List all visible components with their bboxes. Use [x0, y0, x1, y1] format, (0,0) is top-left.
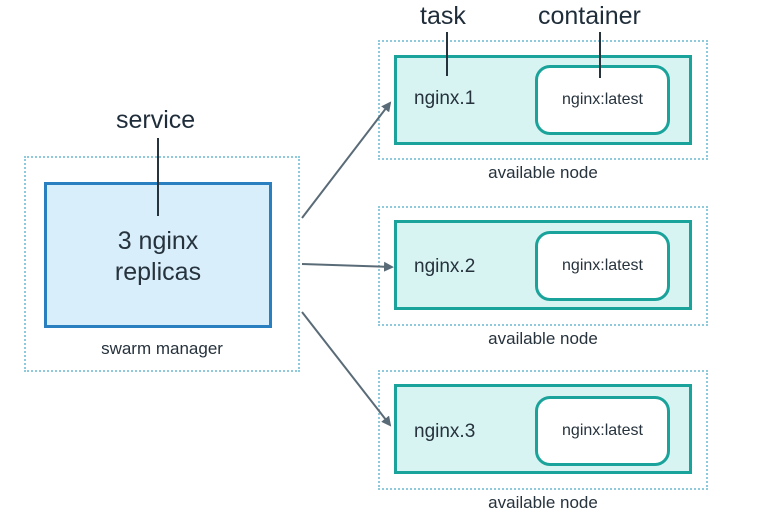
swarm-manager-label: swarm manager	[101, 339, 223, 358]
node-label-3: available node	[488, 493, 598, 512]
service-annotation: service	[116, 106, 196, 134]
container-annotation: container	[538, 2, 641, 30]
service-text: 3 nginx replicas	[44, 226, 272, 288]
swarm-manager-frame	[24, 156, 300, 372]
service-text-line1: 3 nginx	[117, 227, 199, 255]
arrow-to-node-3	[301, 311, 392, 427]
container-box-3: nginx:latest	[535, 396, 670, 466]
node-frame-1	[378, 40, 708, 160]
node-frame-3	[378, 370, 708, 490]
node-label-2: available node	[488, 329, 598, 348]
task-label-1: nginx.1	[414, 88, 476, 109]
task-label-3: nginx.3	[414, 421, 476, 442]
arrow-to-node-1	[301, 101, 392, 219]
container-box-2: nginx:latest	[535, 231, 670, 301]
arrow-to-node-2	[301, 261, 394, 272]
node-label-1: available node	[488, 163, 598, 182]
task-annotation: task	[420, 2, 466, 30]
task-label-2: nginx.2	[414, 256, 476, 277]
service-text-line2: replicas	[114, 258, 202, 286]
container-box-1: nginx:latest	[535, 65, 670, 135]
